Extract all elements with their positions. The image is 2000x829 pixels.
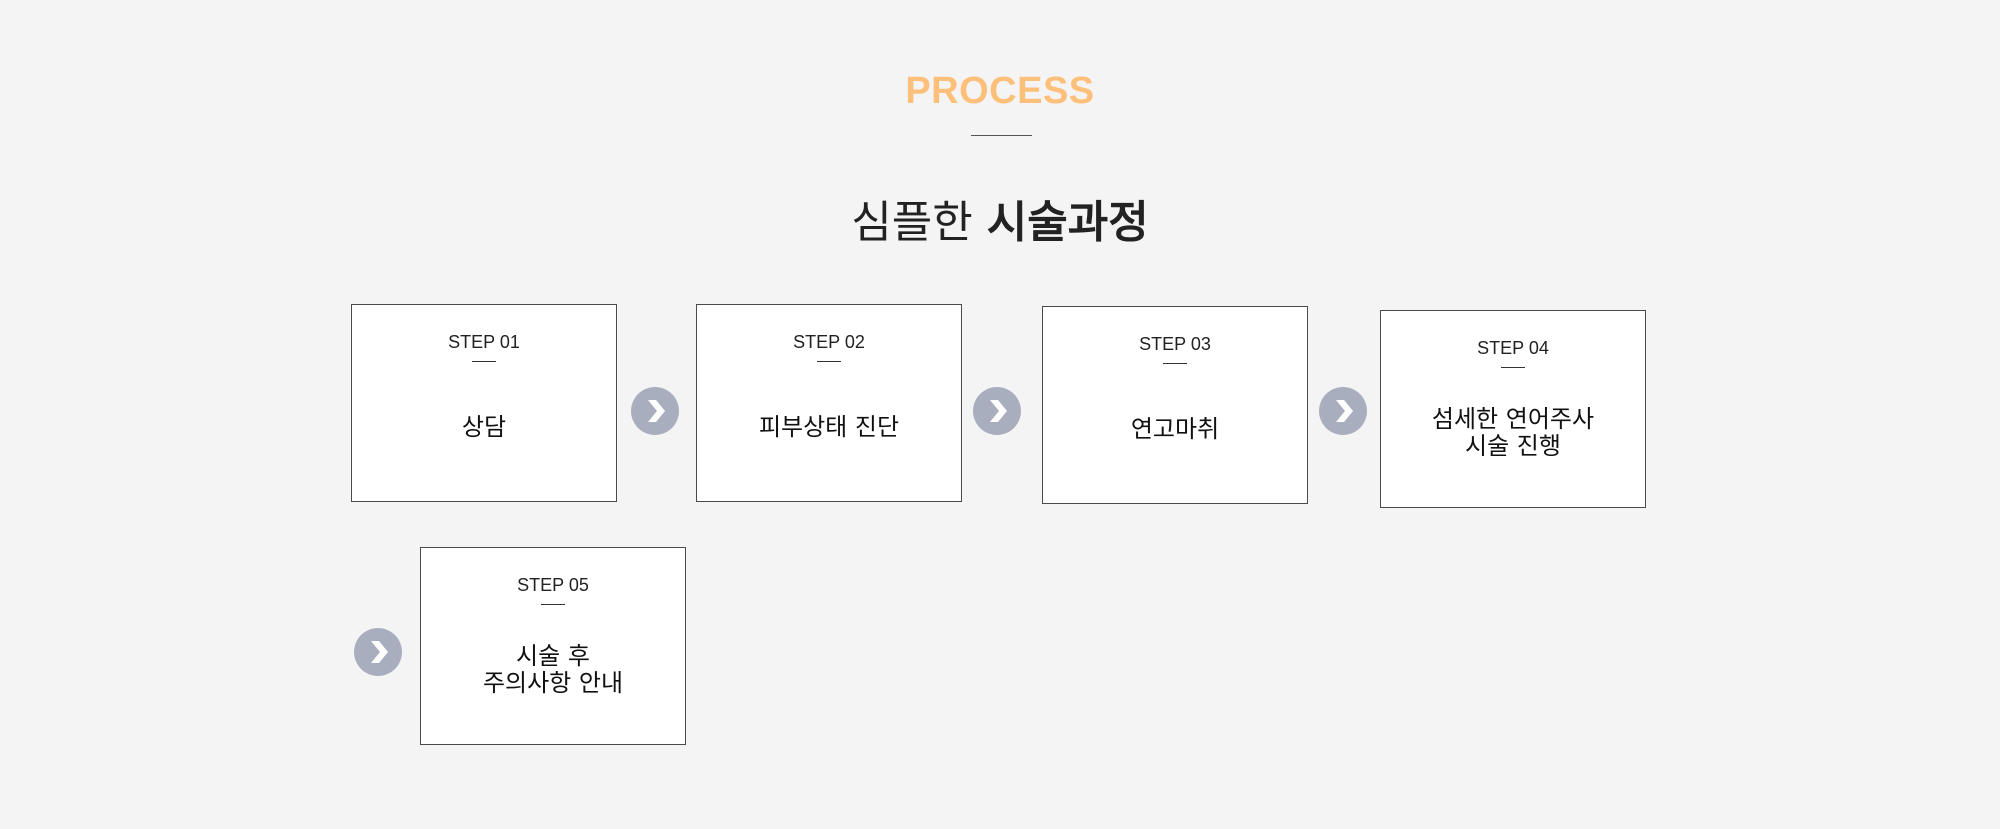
page-title: 심플한 시술과정 (0, 186, 2000, 250)
step-divider (472, 361, 496, 362)
step-label: STEP 05 (517, 575, 589, 595)
step-divider (817, 361, 841, 362)
step-label: STEP 01 (448, 332, 520, 352)
step-title: 연고마취 (1130, 414, 1220, 443)
step-card-1: STEP 01 상담 (351, 304, 617, 502)
chevron-right-icon (973, 387, 1021, 435)
title-light: 심플한 (851, 197, 987, 248)
step-card-5: STEP 05 시술 후 주의사항 안내 (420, 547, 686, 745)
chevron-right-icon (1319, 387, 1367, 435)
title-bold: 시술과정 (986, 197, 1149, 248)
eyebrow-divider (971, 135, 1032, 136)
step-label: STEP 04 (1477, 338, 1549, 358)
section-eyebrow: PROCESS (905, 70, 1095, 112)
step-label: STEP 03 (1139, 334, 1211, 354)
step-divider (1163, 363, 1187, 364)
step-title: 피부상태 진단 (758, 412, 900, 441)
step-divider (1501, 367, 1525, 368)
step-title: 섬세한 연어주사 시술 진행 (1431, 405, 1595, 460)
step-divider (541, 604, 565, 605)
step-label: STEP 02 (793, 332, 865, 352)
chevron-right-icon (631, 387, 679, 435)
step-card-4: STEP 04 섬세한 연어주사 시술 진행 (1380, 310, 1646, 508)
step-card-2: STEP 02 피부상태 진단 (696, 304, 962, 502)
step-card-3: STEP 03 연고마취 (1042, 306, 1308, 504)
chevron-right-icon (354, 628, 402, 676)
step-title: 시술 후 주의사항 안내 (482, 642, 624, 697)
step-title: 상담 (461, 412, 507, 441)
